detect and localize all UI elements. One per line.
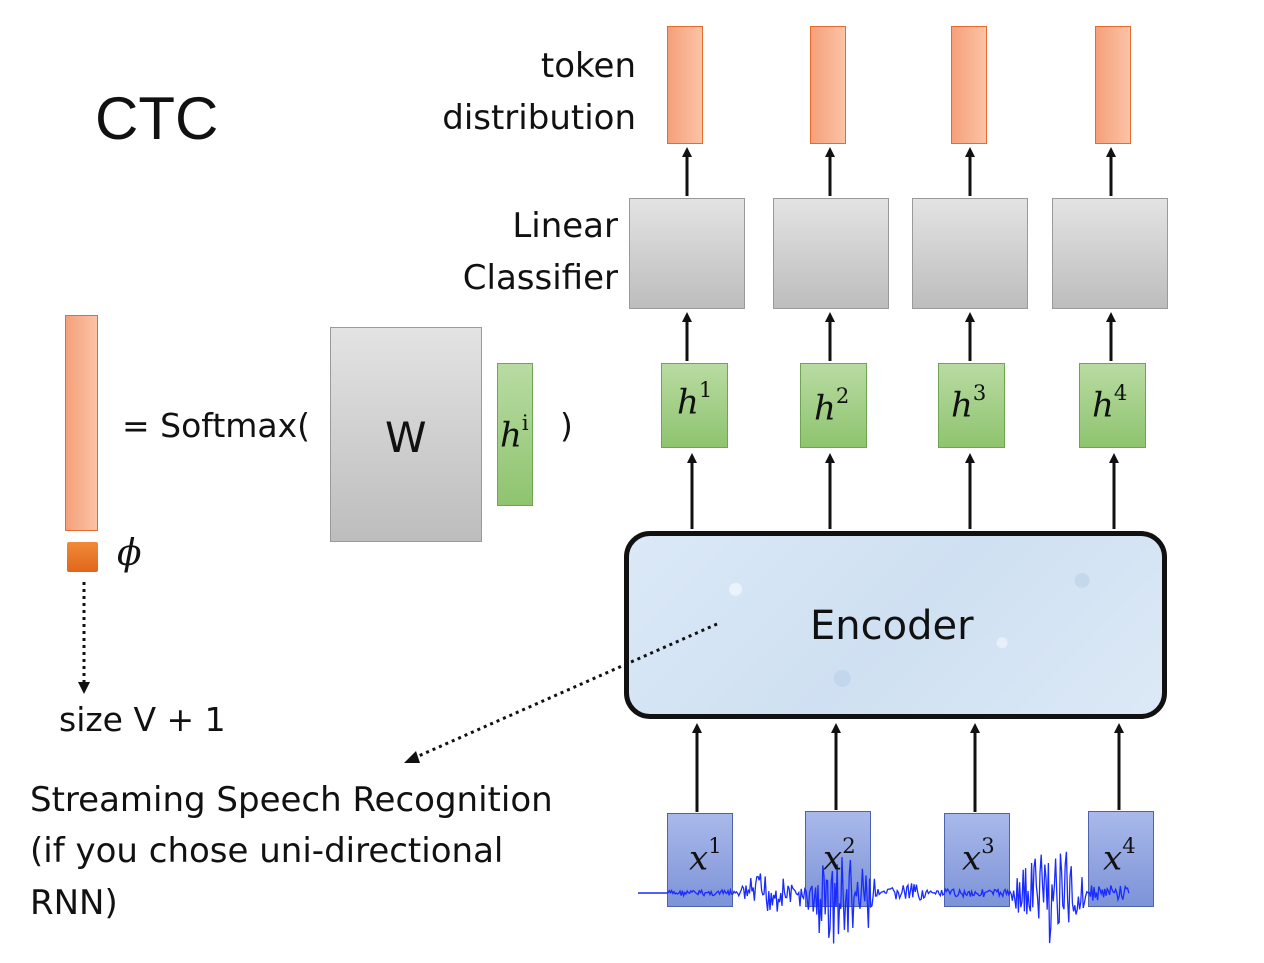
hidden-state-box <box>800 363 867 448</box>
arrow-group-hidden-to-linear <box>682 312 1116 361</box>
hidden-state-label: h3 <box>951 379 987 426</box>
token-distribution-label-line2: distribution <box>442 98 636 138</box>
linear-classifier-box <box>1052 198 1168 309</box>
linear-classifier-box <box>912 198 1028 309</box>
hidden-state-box <box>661 363 728 448</box>
arrow-group-encoder-to-hidden <box>687 453 1119 529</box>
streaming-note-line1: Streaming Speech Recognition <box>30 780 553 820</box>
arrow-group-linear-to-token <box>682 147 1116 196</box>
dotted-arrowhead-size <box>78 682 90 694</box>
hidden-state-box <box>938 363 1005 448</box>
token-distribution-label-line1: token <box>540 46 636 86</box>
output-distribution-bar <box>65 315 98 531</box>
weight-label: W <box>385 413 427 462</box>
hidden-state-label: h2 <box>814 382 850 429</box>
encoder-box <box>624 531 1167 719</box>
dotted-arrow-streaming <box>413 622 718 760</box>
softmax-suffix: ) <box>560 406 573 445</box>
hidden-vector-label: hi <box>500 409 529 456</box>
input-frame-label: x1 <box>689 832 722 879</box>
hidden-state-label: h1 <box>677 376 713 423</box>
encoder-label: Encoder <box>810 603 974 649</box>
token-distribution-bar <box>810 26 846 144</box>
blank-symbol: ϕ <box>117 533 142 574</box>
weight-matrix-box <box>330 327 482 542</box>
input-frame-label: x4 <box>1103 832 1136 879</box>
dotted-arrowhead-streaming <box>404 751 420 763</box>
linear-classifier-label-line2: Classifier <box>462 258 618 298</box>
audio-waveform <box>638 851 1130 944</box>
linear-classifier-label-line1: Linear <box>512 206 618 246</box>
token-distribution-bar <box>1095 26 1131 144</box>
input-frame-label: x3 <box>962 832 995 879</box>
blank-token-box <box>67 542 98 572</box>
hidden-vector-box <box>497 363 533 506</box>
vocab-size-label: size V + 1 <box>59 700 226 739</box>
input-frame-label: x2 <box>823 832 856 879</box>
token-distribution-bar <box>667 26 703 144</box>
linear-classifier-box <box>629 198 745 309</box>
linear-classifier-box <box>773 198 889 309</box>
streaming-note-line3: RNN) <box>30 883 118 923</box>
hidden-state-box <box>1079 363 1146 448</box>
softmax-prefix: = Softmax( <box>122 406 311 445</box>
slide-title: CTC <box>95 85 219 152</box>
hidden-state-label: h4 <box>1092 379 1128 426</box>
token-distribution-bar <box>951 26 987 144</box>
arrow-group-input-to-encoder <box>692 723 1124 812</box>
streaming-note-line2: (if you chose uni-directional <box>30 831 504 871</box>
